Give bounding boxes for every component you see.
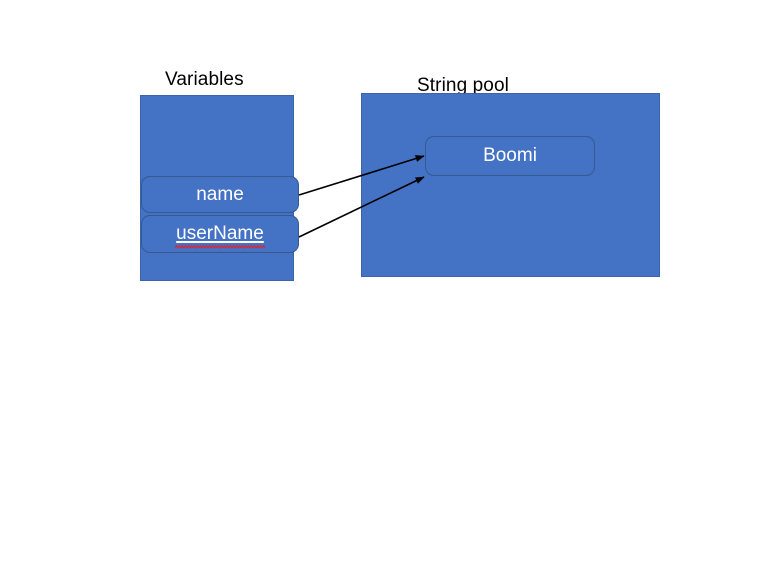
variables-group-caption: Variables [165, 69, 244, 90]
string-pool-container [361, 93, 660, 277]
variable-pill-name-label: name [196, 183, 244, 205]
variable-pill-name[interactable]: name [141, 176, 299, 213]
string-pool-group-caption: String pool [417, 75, 509, 96]
string-pool-pill-boomi[interactable]: Boomi [425, 136, 595, 176]
variable-pill-username[interactable]: userName [141, 215, 299, 253]
string-pool-pill-boomi-label: Boomi [483, 145, 537, 166]
variable-pill-username-label: userName [175, 223, 265, 249]
